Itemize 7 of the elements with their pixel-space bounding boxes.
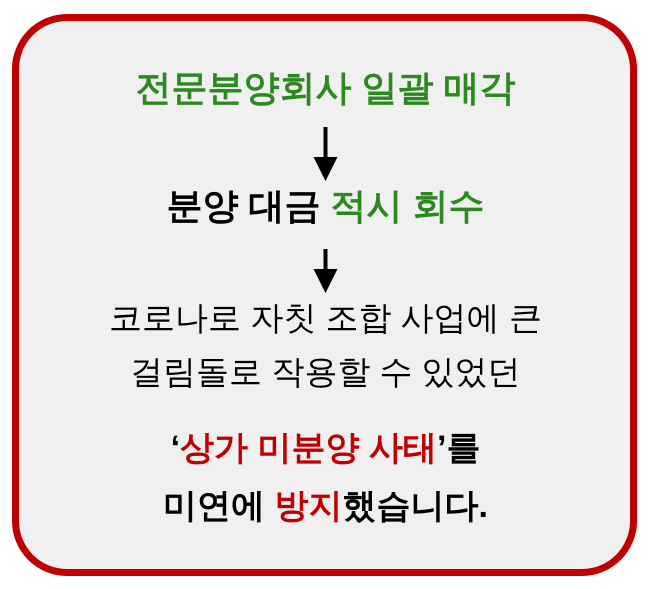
- frame-box: [12, 14, 637, 576]
- arrow: [314, 249, 338, 293]
- step-text: 분양 대금 적시 회수: [166, 184, 485, 228]
- result-text: 코로나로 자칫 조합 사업에 큰 걸림돌로 작용할 수 있었던: [108, 298, 543, 392]
- conclusion-text: ‘상가 미분양 사태’를 미연에 방지했습니다.: [162, 428, 489, 527]
- arrow: [314, 127, 338, 181]
- step-text: 전문분양회사 일괄 매각: [135, 66, 516, 110]
